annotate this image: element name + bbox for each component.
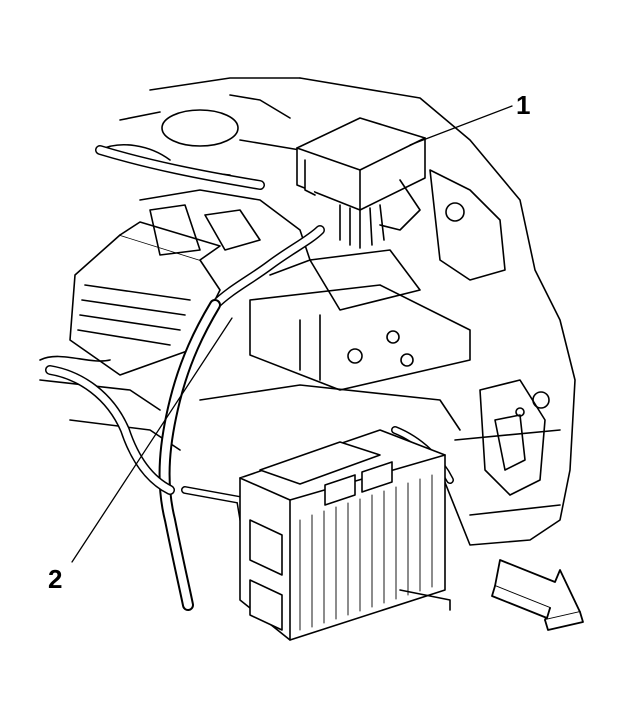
callout-1-leader: [409, 105, 513, 146]
direction-arrow-icon: [491, 559, 584, 631]
mounting-bracket: [199, 249, 471, 431]
callout-leaders: [71, 105, 513, 563]
wiring-harness: [45, 145, 454, 611]
callout-1-label: 1: [516, 90, 531, 120]
relay-block: [296, 117, 426, 249]
firewall: [119, 77, 301, 151]
callout-2-leader: [71, 317, 233, 563]
engine-block: [39, 144, 311, 451]
callout-2-label: 2: [48, 564, 63, 594]
fender-panel: [299, 77, 576, 546]
ecm-module: [239, 429, 451, 641]
